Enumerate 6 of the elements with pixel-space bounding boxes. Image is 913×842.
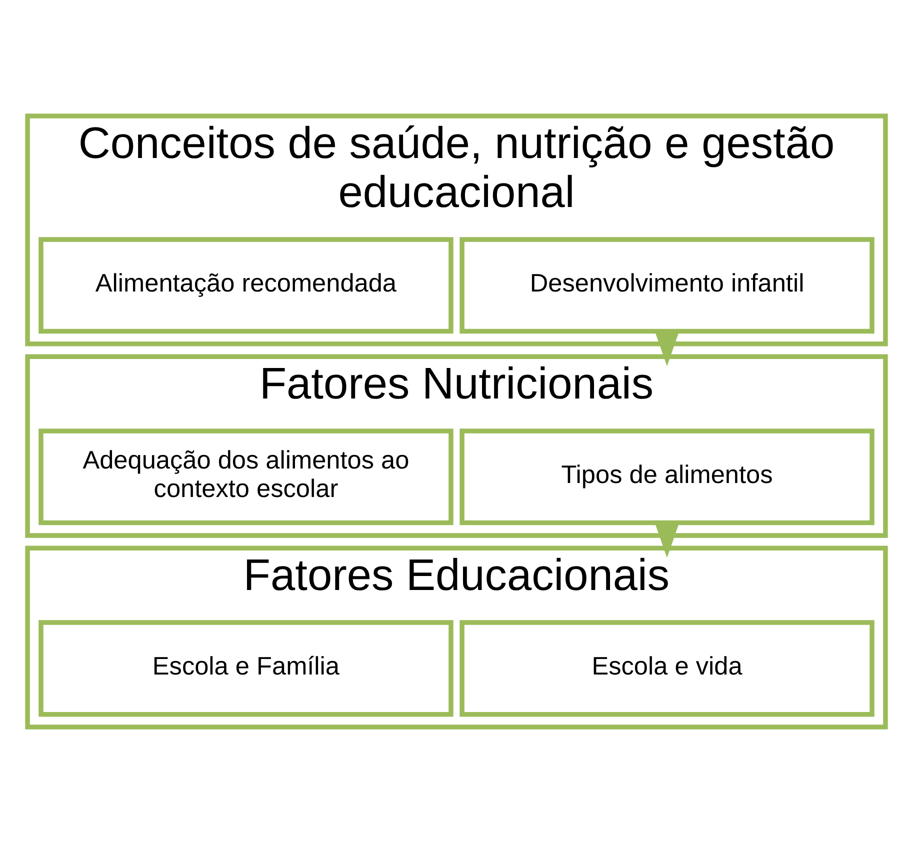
node-box: Adequação dos alimentos ao contexto escolar — [38, 428, 454, 525]
node-box: Tipos de alimentos — [460, 428, 874, 525]
node-box: Alimentação recomendada — [38, 236, 454, 334]
node-box: Escola e Família — [38, 620, 454, 716]
node-box: Escola e vida — [460, 620, 874, 716]
node-box: Desenvolvimento infantil — [460, 236, 874, 334]
